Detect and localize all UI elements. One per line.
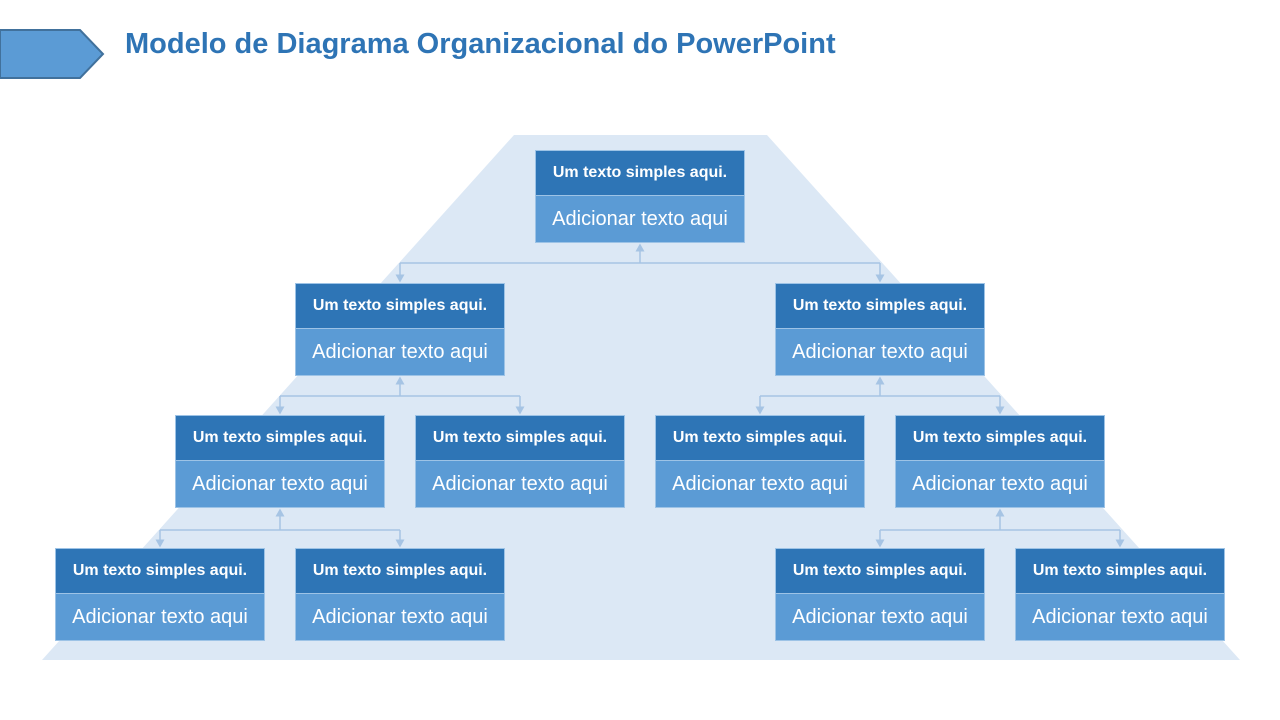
org-node-body: Adicionar texto aqui <box>535 196 745 243</box>
org-node-header: Um texto simples aqui. <box>295 548 505 594</box>
connector-arrowhead-icon <box>635 243 645 252</box>
connector-arrowhead-icon <box>275 406 285 415</box>
org-node-header: Um texto simples aqui. <box>415 415 625 461</box>
connector-arrowhead-icon <box>395 376 405 385</box>
org-node-header: Um texto simples aqui. <box>535 150 745 196</box>
org-node-box: Um texto simples aqui.Adicionar texto aq… <box>535 150 745 243</box>
connector-arrowhead-icon <box>515 406 525 415</box>
org-node-box: Um texto simples aqui.Adicionar texto aq… <box>895 415 1105 508</box>
org-node-box: Um texto simples aqui.Adicionar texto aq… <box>775 548 985 641</box>
connector-arrowhead-icon <box>995 406 1005 415</box>
org-node-header: Um texto simples aqui. <box>1015 548 1225 594</box>
connector-arrowhead-icon <box>875 274 885 283</box>
connector-arrowhead-icon <box>875 376 885 385</box>
org-node-body: Adicionar texto aqui <box>295 594 505 641</box>
org-node-header: Um texto simples aqui. <box>775 283 985 329</box>
org-node-box: Um texto simples aqui.Adicionar texto aq… <box>415 415 625 508</box>
connector-lines <box>155 243 1125 548</box>
connector-arrowhead-icon <box>1115 539 1125 548</box>
org-node-header: Um texto simples aqui. <box>775 548 985 594</box>
org-node-header: Um texto simples aqui. <box>175 415 385 461</box>
org-node-body: Adicionar texto aqui <box>295 329 505 376</box>
org-node-header: Um texto simples aqui. <box>655 415 865 461</box>
connector-arrowhead-icon <box>395 539 405 548</box>
org-node-header: Um texto simples aqui. <box>295 283 505 329</box>
org-node-body: Adicionar texto aqui <box>655 461 865 508</box>
connector-arrowhead-icon <box>275 508 285 517</box>
org-node-body: Adicionar texto aqui <box>1015 594 1225 641</box>
org-node-body: Adicionar texto aqui <box>415 461 625 508</box>
org-node-box: Um texto simples aqui.Adicionar texto aq… <box>1015 548 1225 641</box>
connector-arrowhead-icon <box>755 406 765 415</box>
org-node-box: Um texto simples aqui.Adicionar texto aq… <box>175 415 385 508</box>
connector-arrowhead-icon <box>995 508 1005 517</box>
pyramid-shape <box>42 135 1240 660</box>
org-node-box: Um texto simples aqui.Adicionar texto aq… <box>775 283 985 376</box>
org-node-box: Um texto simples aqui.Adicionar texto aq… <box>55 548 265 641</box>
org-node-body: Adicionar texto aqui <box>895 461 1105 508</box>
org-node-box: Um texto simples aqui.Adicionar texto aq… <box>295 548 505 641</box>
org-node-body: Adicionar texto aqui <box>775 329 985 376</box>
org-node-header: Um texto simples aqui. <box>895 415 1105 461</box>
page-title: Modelo de Diagrama Organizacional do Pow… <box>125 28 836 60</box>
pentagon-arrow-icon <box>0 0 110 90</box>
org-node-body: Adicionar texto aqui <box>55 594 265 641</box>
connector-arrowhead-icon <box>155 539 165 548</box>
org-node-box: Um texto simples aqui.Adicionar texto aq… <box>295 283 505 376</box>
org-node-header: Um texto simples aqui. <box>55 548 265 594</box>
org-node-body: Adicionar texto aqui <box>775 594 985 641</box>
connector-arrowhead-icon <box>395 274 405 283</box>
org-node-box: Um texto simples aqui.Adicionar texto aq… <box>655 415 865 508</box>
org-node-body: Adicionar texto aqui <box>175 461 385 508</box>
connector-arrowhead-icon <box>875 539 885 548</box>
